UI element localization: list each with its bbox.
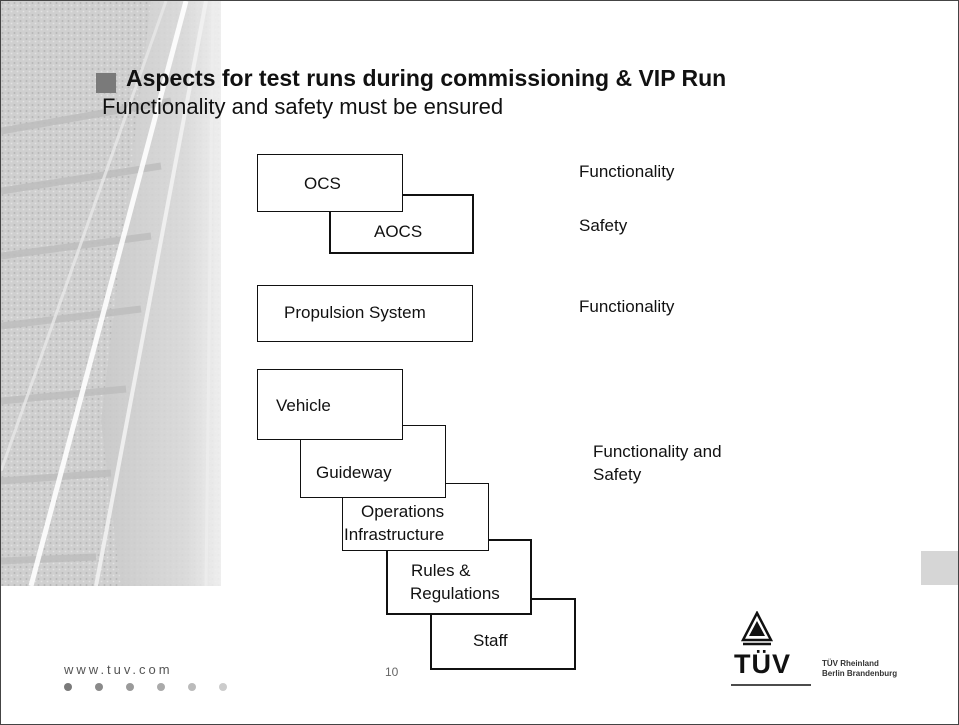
company-name: TÜV Rheinland Berlin Brandenburg bbox=[822, 659, 897, 679]
company-line1: TÜV Rheinland bbox=[822, 659, 879, 668]
vehicle-box: Vehicle bbox=[257, 369, 403, 440]
railway-track-image bbox=[1, 1, 221, 586]
aocs-safety-label: Safety bbox=[579, 216, 628, 235]
footer-dots-decoration bbox=[64, 683, 227, 691]
staff-label: Staff bbox=[473, 631, 508, 650]
tuv-logo bbox=[731, 611, 811, 686]
side-tab-decoration bbox=[921, 551, 958, 585]
vehicle-label: Vehicle bbox=[276, 396, 331, 415]
ocs-box: OCS bbox=[257, 154, 403, 212]
company-line2: Berlin Brandenburg bbox=[822, 669, 898, 678]
operations-infrastructure-box: Operations Infrastructure bbox=[342, 483, 489, 551]
operations-label-line1: Operations bbox=[361, 502, 445, 521]
page-number: 10 bbox=[385, 665, 399, 679]
rules-label-line2: Regulations bbox=[410, 584, 500, 603]
title-bullet-icon bbox=[96, 73, 116, 93]
propulsion-functionality-label: Functionality bbox=[579, 297, 675, 316]
guideway-label: Guideway bbox=[316, 463, 392, 482]
ocs-functionality-label: Functionality bbox=[579, 162, 675, 181]
slide-subtitle: Functionality and safety must be ensured bbox=[102, 94, 504, 119]
ocs-label: OCS bbox=[304, 174, 341, 193]
stack-label-line2: Safety bbox=[593, 465, 642, 484]
aocs-label: AOCS bbox=[374, 222, 423, 241]
slide-title: Aspects for test runs during commissioni… bbox=[126, 65, 727, 91]
tuv-logo-word: TÜV bbox=[734, 649, 791, 679]
propulsion-system-label: Propulsion System bbox=[284, 303, 426, 322]
propulsion-system-box: Propulsion System bbox=[257, 285, 473, 342]
operations-label-line2: Infrastructure bbox=[344, 525, 445, 544]
rules-label-line1: Rules & bbox=[411, 561, 471, 580]
stack-label-line1: Functionality and bbox=[593, 442, 722, 461]
footer-url[interactable]: www.tuv.com bbox=[64, 662, 173, 677]
